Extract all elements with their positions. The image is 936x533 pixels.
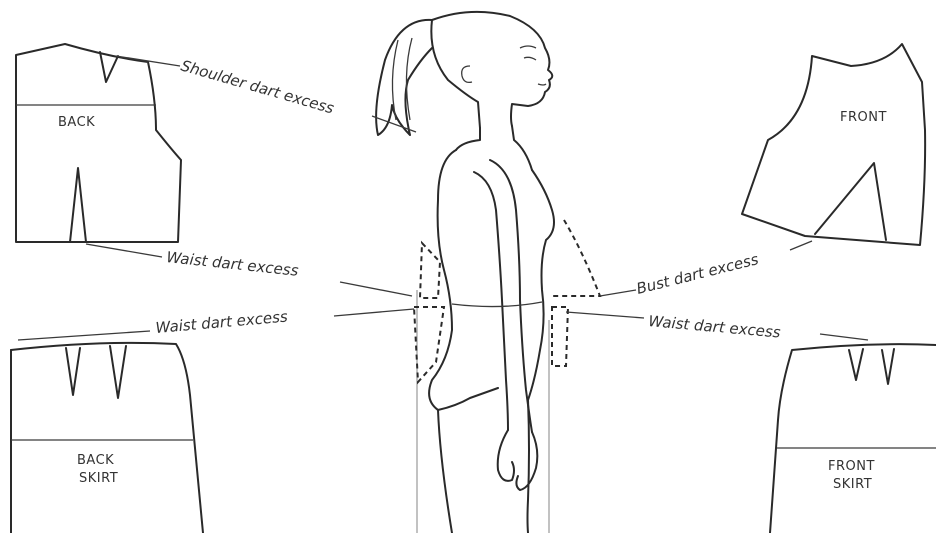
waist-dart-back-skirt-callout: Waist dart excess xyxy=(155,307,289,337)
front-skirt-label-line2: SKIRT xyxy=(833,477,872,492)
front-skirt-label-line1: FRONT xyxy=(828,459,875,474)
front-bodice-piece: FRONT xyxy=(742,44,925,245)
back-bodice-piece: BACK xyxy=(16,44,181,242)
bust-dart-callout: Bust dart excess xyxy=(635,250,761,298)
waist-dart-back-callout: Waist dart excess xyxy=(166,248,300,280)
back-skirt-label-line1: BACK xyxy=(77,453,114,468)
callout-leaders xyxy=(18,56,868,340)
waist-dart-front-skirt-callout: Waist dart excess xyxy=(648,312,782,342)
back-skirt-piece: BACK SKIRT xyxy=(11,343,203,533)
front-bodice-label: FRONT xyxy=(840,110,887,125)
female-figure-side-view xyxy=(376,12,600,533)
back-skirt-label-line2: SKIRT xyxy=(79,471,118,486)
front-skirt-piece: FRONT SKIRT xyxy=(770,344,936,533)
back-bodice-label: BACK xyxy=(58,115,95,130)
shoulder-dart-callout: Shoulder dart excess xyxy=(179,57,336,118)
